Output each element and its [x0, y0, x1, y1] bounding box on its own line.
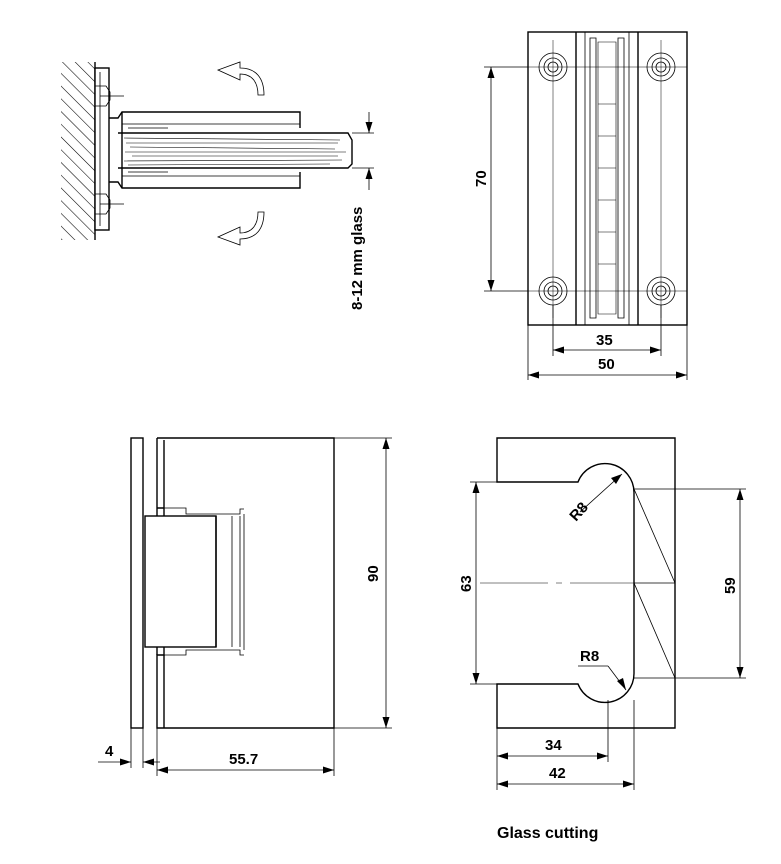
glass-panel [118, 132, 353, 169]
caption-glass-cutting: Glass cutting [497, 825, 598, 842]
hinge-barrel [589, 37, 625, 319]
front-outline [527, 31, 688, 326]
dim-4: 4 [105, 743, 114, 760]
screw-top [95, 85, 124, 107]
dim-59: 59 [722, 577, 739, 594]
side-view: 90 4 55.7 [98, 437, 392, 776]
dim-50: 50 [598, 356, 615, 373]
radius-top: R8 [566, 499, 591, 525]
rotate-down-arrow-icon [216, 211, 265, 246]
screw-hole-icon [538, 52, 676, 306]
screw-bottom [95, 193, 124, 215]
dim-63: 63 [458, 575, 475, 592]
dim-34: 34 [545, 737, 562, 754]
wall-hatch [61, 62, 95, 240]
rotate-up-arrow-icon [216, 61, 265, 96]
dim-70: 70 [473, 170, 490, 187]
radius-bottom: R8 [580, 648, 599, 665]
dim-90: 90 [365, 565, 382, 582]
glass-range-label: 8-12 mm glass [349, 207, 366, 310]
front-view: 70 35 50 [473, 31, 688, 380]
dim-55-7: 55.7 [229, 751, 258, 768]
wall-plate-side [130, 437, 144, 729]
top-view: 8-12 mm glass [61, 61, 374, 310]
dim-35: 35 [596, 332, 613, 349]
hinge-body [109, 111, 301, 189]
dim-42: 42 [549, 765, 566, 782]
wall-plate [94, 67, 110, 231]
cutout-outline [496, 437, 676, 729]
glass-cutting-view: 63 59 R8 R8 34 42 Glass cutting [458, 437, 746, 842]
